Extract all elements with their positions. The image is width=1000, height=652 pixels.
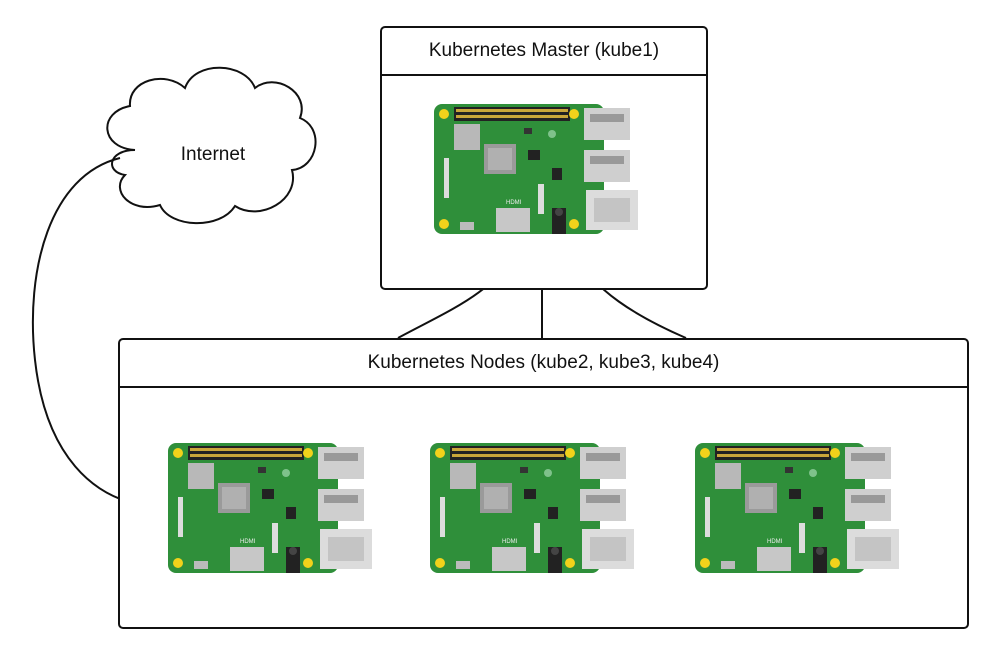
raspberry-pi-board-node-3 — [695, 443, 899, 573]
internet-to-node-connector — [31, 157, 164, 516]
nodes-title: Kubernetes Nodes (kube2, kube3, kube4) — [120, 340, 967, 388]
master-title: Kubernetes Master (kube1) — [382, 28, 706, 76]
raspberry-pi-board-master — [434, 104, 638, 234]
raspberry-pi-board-node-2 — [430, 443, 634, 573]
internet-label: Internet — [180, 144, 246, 165]
internet-cloud — [106, 66, 317, 225]
raspberry-pi-board-node-1 — [168, 443, 372, 573]
